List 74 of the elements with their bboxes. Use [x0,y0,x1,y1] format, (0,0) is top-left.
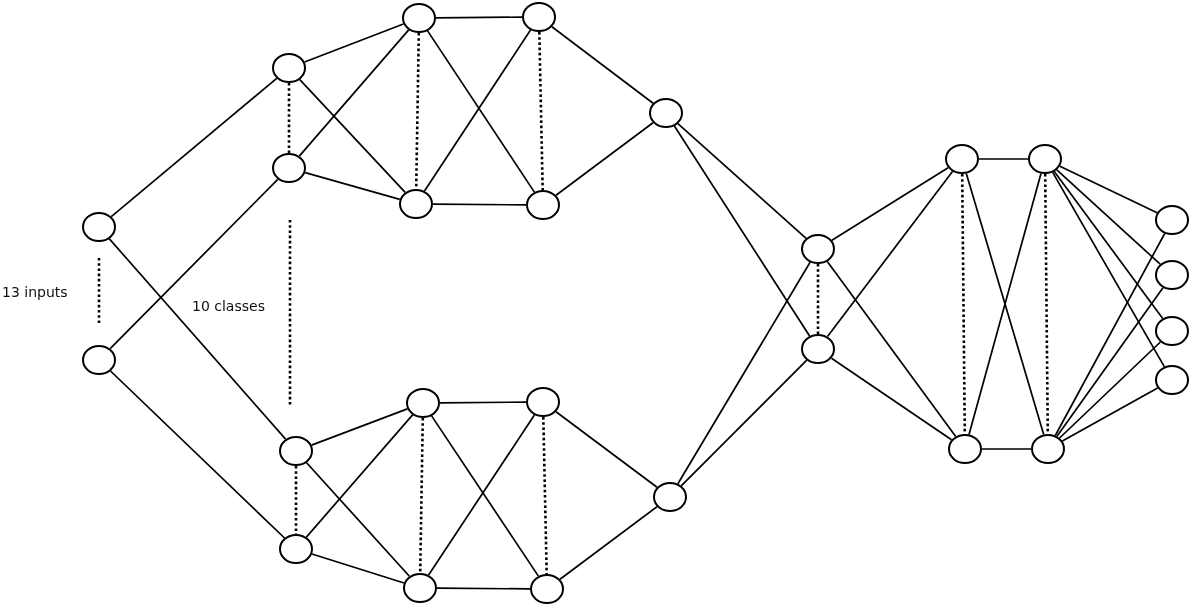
neuron-circle [526,387,560,417]
connection-line [298,29,410,157]
connection-line [826,170,954,338]
neuron-circle [406,388,440,418]
connection-line [310,408,409,446]
neuron-circle [1028,144,1062,174]
neuron-circle [1155,260,1189,290]
dotted-line [816,264,820,334]
neuron-circle [801,334,835,364]
dotted-line [418,417,425,574]
neuron-circle [82,345,116,375]
neuron-circle [945,144,979,174]
connection-line [298,78,407,194]
connection-line [1059,165,1158,214]
connection-line [551,25,654,105]
connection-line [559,505,658,581]
layer-label: 10 classes [192,298,265,315]
connection-line [439,401,527,404]
connection-line [1061,387,1159,442]
dotted-line [1043,174,1050,434]
neuron-circle [948,434,982,464]
connection-line [978,158,1029,160]
connection-line [826,260,957,438]
connection-line [1056,286,1164,438]
connection-line [555,410,658,489]
neuron-circle [272,53,306,83]
connection-line [981,448,1032,450]
connection-line [1054,232,1166,437]
dotted-line [960,174,967,434]
connection-line [1053,170,1164,320]
neuron-circle [1031,434,1065,464]
neuron-circle [801,234,835,264]
connection-line [303,23,405,63]
connection-line [304,171,401,201]
dotted-line [542,416,548,575]
neuron-circle [530,574,564,604]
connection-line [831,166,949,242]
neuron-circle [522,2,556,32]
neuron-circle [653,482,687,512]
connection-line [110,77,278,218]
dotted-line [538,31,544,191]
neuron-circle [279,534,313,564]
connection-line [680,359,808,487]
dotted-line [287,83,291,153]
connection-line [673,125,811,337]
neuron-circle [1155,316,1189,346]
connection-line [311,553,405,584]
connection-line [555,121,654,197]
connection-line [1058,341,1162,439]
neuron-circle [399,189,433,219]
connection-line [435,16,523,19]
neuron-circle [526,190,560,220]
connection-line [109,370,286,539]
dotted-line [294,466,298,534]
neuron-circle [402,3,436,33]
neuron-circle [1155,365,1189,395]
connection-line [677,261,811,485]
connection-line [305,414,414,538]
connection-line [432,203,527,206]
neuron-circle [1155,205,1189,235]
neuron-circle [82,212,116,242]
layer-label: 13 inputs [2,284,68,301]
neuron-circle [279,436,313,466]
neuron-circle [403,573,437,603]
connection-line [109,178,279,350]
connection-line [108,238,287,440]
connection-line [305,461,411,578]
connection-line [677,122,807,240]
neuron-circle [272,153,306,183]
connection-line [1051,171,1166,368]
neuron-circle [649,98,683,128]
connection-line [1055,168,1162,266]
connection-line [436,587,531,590]
connection-line [830,357,953,441]
